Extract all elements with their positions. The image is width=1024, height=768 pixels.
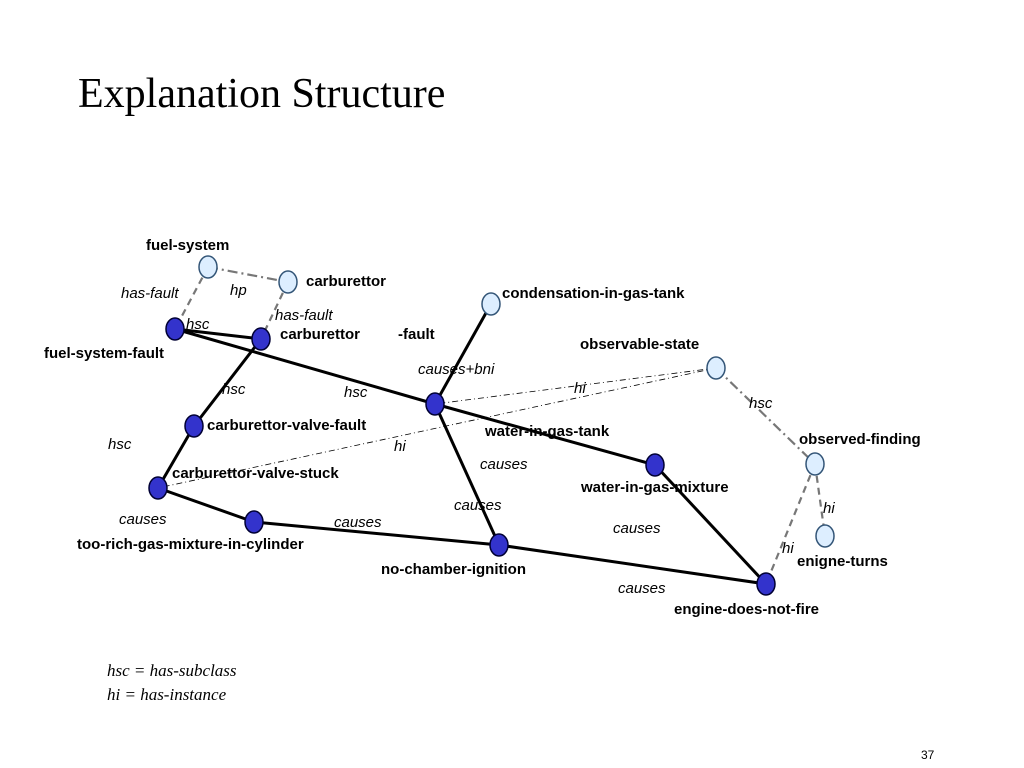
node-label-enigne-turns: enigne-turns (797, 553, 888, 570)
node-observable-state (706, 356, 726, 380)
edge-water-in-gas-tank-to-no-chamber-ignition (433, 403, 501, 546)
edge-label-fuel-system-fault-to-carburettor-fault: hsc (186, 316, 210, 333)
edge-label-carburettor-valve-stuck-to-too-rich-gas-mixture-in-cylinder: causes (119, 511, 167, 528)
edge-label-water-in-gas-tank-to-no-chamber-ignition: causes (454, 497, 502, 514)
edge-water-in-gas-tank-to-water-in-gas-mixture (434, 402, 656, 467)
edge-label-fuel-system-fault-to-water-in-gas-tank: hsc (344, 384, 368, 401)
node-label-fuel-system-fault: fuel-system-fault (44, 345, 164, 362)
edge-observed-finding-to-enigne-turns (813, 463, 827, 537)
node-label-carburettor-fault: carburettor (280, 326, 360, 343)
node-label-observable-state: observable-state (580, 336, 699, 353)
edge-label-carburettor-class-to-carburettor-fault: has-fault (275, 307, 333, 324)
edge-label-no-chamber-ignition-to-engine-does-not-fire: causes (618, 580, 666, 597)
edge-fuel-system-to-carburettor-class (207, 265, 289, 284)
legend-hsc: hsc = has-subclass (107, 661, 237, 680)
edge-water-in-gas-mixture-to-engine-does-not-fire (653, 463, 768, 586)
edge-label-carburettor-fault-to-carburettor-valve-fault: hsc (222, 381, 246, 398)
node-fuel-system-fault (165, 317, 185, 341)
node-label-carburettor-valve-fault: carburettor-valve-fault (207, 417, 366, 434)
node-label-too-rich-gas-mixture-in-cylinder: too-rich-gas-mixture-in-cylinder (77, 536, 304, 553)
edge-observable-state-to-observed-finding (715, 367, 816, 465)
edge-observable-state-to-water-in-gas-tank (434, 367, 717, 405)
edge-label-observable-state-to-water-in-gas-tank: hi (574, 380, 586, 397)
node-label-condensation-in-gas-tank: condensation-in-gas-tank (502, 285, 685, 302)
edge-fuel-system-fault-to-carburettor-fault (174, 327, 262, 341)
edge-too-rich-gas-mixture-in-cylinder-to-no-chamber-ignition (253, 520, 500, 547)
node-carburettor-valve-fault (184, 414, 204, 438)
node-condensation-in-gas-tank (481, 292, 501, 316)
edge-carburettor-valve-stuck-to-too-rich-gas-mixture-in-cylinder (157, 486, 255, 524)
node-label-observed-finding: observed-finding (799, 431, 921, 448)
slide-title: Explanation Structure (78, 71, 446, 117)
node-carburettor-fault (251, 327, 271, 351)
edge-label-observable-state-to-carburettor-valve-stuck: hi (394, 438, 406, 455)
edge-fuel-system-fault-to-water-in-gas-tank (174, 327, 436, 406)
node-label-water-in-gas-tank: water-in-gas-tank (484, 423, 610, 440)
node-label-carburettor-class: carburettor (306, 273, 386, 290)
edge-label-carburettor-valve-fault-to-carburettor-valve-stuck: hsc (108, 436, 132, 453)
edge-condensation-in-gas-tank-to-water-in-gas-tank (433, 303, 493, 405)
edge-no-chamber-ignition-to-engine-does-not-fire (498, 543, 767, 586)
node-too-rich-gas-mixture-in-cylinder (244, 510, 264, 534)
node-water-in-gas-mixture (645, 453, 665, 477)
node-engine-does-not-fire (756, 572, 776, 596)
node-carburettor-class (278, 270, 298, 294)
node-no-chamber-ignition (489, 533, 509, 557)
node-label-no-chamber-ignition: no-chamber-ignition (381, 561, 526, 578)
label-layer: hp has-fault has-fault hsc hsc hsc hsc causes+b… (44, 237, 921, 618)
edge-label-condensation-in-gas-tank-to-water-in-gas-tank: causes+bni (418, 361, 495, 378)
node-layer (148, 255, 835, 596)
edge-carburettor-fault-to-carburettor-valve-fault (192, 338, 263, 427)
edge-label-observable-state-to-observed-finding: hsc (749, 395, 773, 412)
legend-hi: hi = has-instance (107, 685, 227, 704)
node-water-in-gas-tank (425, 392, 445, 416)
node-label-water-in-gas-mixture: water-in-gas-mixture (580, 479, 729, 496)
node-label-carburettor-valve-stuck: carburettor-valve-stuck (172, 465, 339, 482)
edge-label-water-in-gas-mixture-to-engine-does-not-fire: causes (613, 520, 661, 537)
node-label-engine-does-not-fire: engine-does-not-fire (674, 601, 819, 618)
edge-label-observed-finding-to-engine-does-not-fire: hi (782, 540, 794, 557)
node-carburettor-valve-stuck (148, 476, 168, 500)
node-label-fault-suffix: -fault (398, 326, 435, 343)
node-enigne-turns (815, 524, 835, 548)
legend: hsc = has-subclass hi = has-instance (107, 659, 237, 707)
edge-observed-finding-to-engine-does-not-fire (764, 463, 817, 585)
edge-carburettor-valve-fault-to-carburettor-valve-stuck (156, 425, 196, 489)
edge-observable-state-to-carburettor-valve-stuck (157, 367, 717, 489)
node-fuel-system (198, 255, 218, 279)
edge-label-fuel-system-to-fuel-system-fault: has-fault (121, 285, 179, 302)
page-number: 37 (921, 748, 935, 762)
node-label-fuel-system: fuel-system (146, 237, 229, 254)
edge-layer (156, 265, 827, 586)
edge-label-water-in-gas-tank-to-water-in-gas-mixture: causes (480, 456, 528, 473)
edge-label-observed-finding-to-enigne-turns: hi (823, 500, 835, 517)
edge-label-fuel-system-to-carburettor-class: hp (230, 282, 247, 299)
edge-label-too-rich-gas-mixture-in-cylinder-to-no-chamber-ignition: causes (334, 514, 382, 531)
node-observed-finding (805, 452, 825, 476)
